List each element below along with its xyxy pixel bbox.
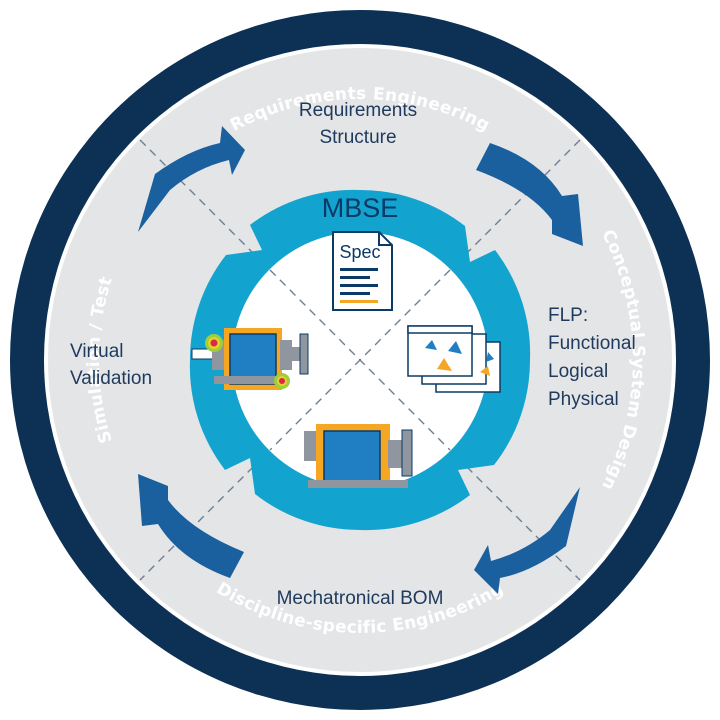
svg-text:Virtual: Virtual (70, 341, 124, 362)
svg-text:Spec: Spec (339, 242, 380, 262)
arrow-icon (138, 474, 244, 578)
document-icon: Spec (332, 231, 393, 311)
phase-label-bottom: Mechatronical BOM (277, 588, 444, 609)
mbse-title: MBSE (322, 193, 399, 223)
diagram-stack-icon (407, 325, 501, 393)
phase-label-top: Requirements Structure (299, 100, 417, 148)
phase-label-right: FLP: Functional Logical Physical (548, 305, 636, 410)
svg-text:Requirements: Requirements (299, 100, 417, 121)
machine-icon (304, 424, 413, 488)
svg-text:FLP:: FLP: (548, 305, 588, 326)
arrow-icon (476, 143, 583, 246)
svg-text:Physical: Physical (548, 389, 619, 410)
cycle-arrows (138, 126, 583, 594)
machine-heatmap-icon (191, 328, 309, 390)
svg-text:Structure: Structure (319, 127, 396, 148)
svg-text:Functional: Functional (548, 333, 636, 354)
phase-label-left: Virtual Validation (70, 341, 152, 389)
svg-text:Logical: Logical (548, 361, 608, 382)
svg-text:Validation: Validation (70, 368, 152, 389)
arrow-icon (138, 126, 245, 232)
arrow-icon (474, 487, 580, 594)
